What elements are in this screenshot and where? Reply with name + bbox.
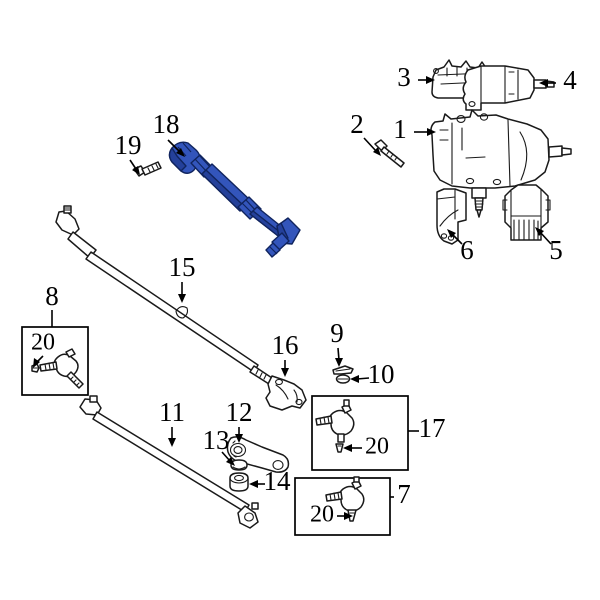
callout-19: 19 [115,130,142,160]
part-castle-nut [335,374,351,384]
callout-3: 3 [397,62,411,92]
kit-box-7 [294,476,391,536]
part-gear-box-bracket-right [502,184,551,241]
callout-6: 6 [460,235,474,265]
callout-15: 15 [169,252,196,282]
part-tie-rod [79,395,259,529]
part-steering-gear-box [430,109,572,218]
part-gear-box-side-cover [462,65,555,111]
callout-12: 12 [226,397,253,427]
callout-4: 4 [563,65,577,95]
callout-20-box17: 20 [365,434,389,460]
callout-labels: 1 2 3 4 5 6 7 8 9 10 11 12 13 14 15 16 1… [31,62,577,527]
callout-2: 2 [350,109,364,139]
callout-8: 8 [45,281,59,311]
part-gear-box-bolt [374,139,405,168]
part-gear-box-bracket-left [436,188,467,245]
callout-13: 13 [203,425,230,455]
callout-14: 14 [264,466,292,496]
callout-9: 9 [330,318,344,348]
part-drag-link [55,205,273,385]
part-pitman-arm-nut [229,472,249,492]
callout-20-box7: 20 [310,502,334,528]
kit-box-17 [311,395,409,471]
callout-5: 5 [549,235,563,265]
callout-18: 18 [153,109,180,139]
part-pitman-arm-seal [230,459,248,471]
part-pitman-arm [226,436,290,473]
callout-20-box8: 20 [31,330,55,356]
callout-17: 17 [419,413,446,443]
part-steering-damper [168,141,301,258]
callout-7: 7 [397,479,411,509]
callout-16: 16 [272,330,299,360]
leader-lines [33,76,556,520]
kit-box-8 [21,326,89,396]
part-cotter-pin [332,365,354,375]
part-steering-knuckle-connector [265,375,307,411]
callout-1: 1 [393,114,407,144]
callout-10: 10 [368,359,395,389]
callout-11: 11 [159,397,185,427]
